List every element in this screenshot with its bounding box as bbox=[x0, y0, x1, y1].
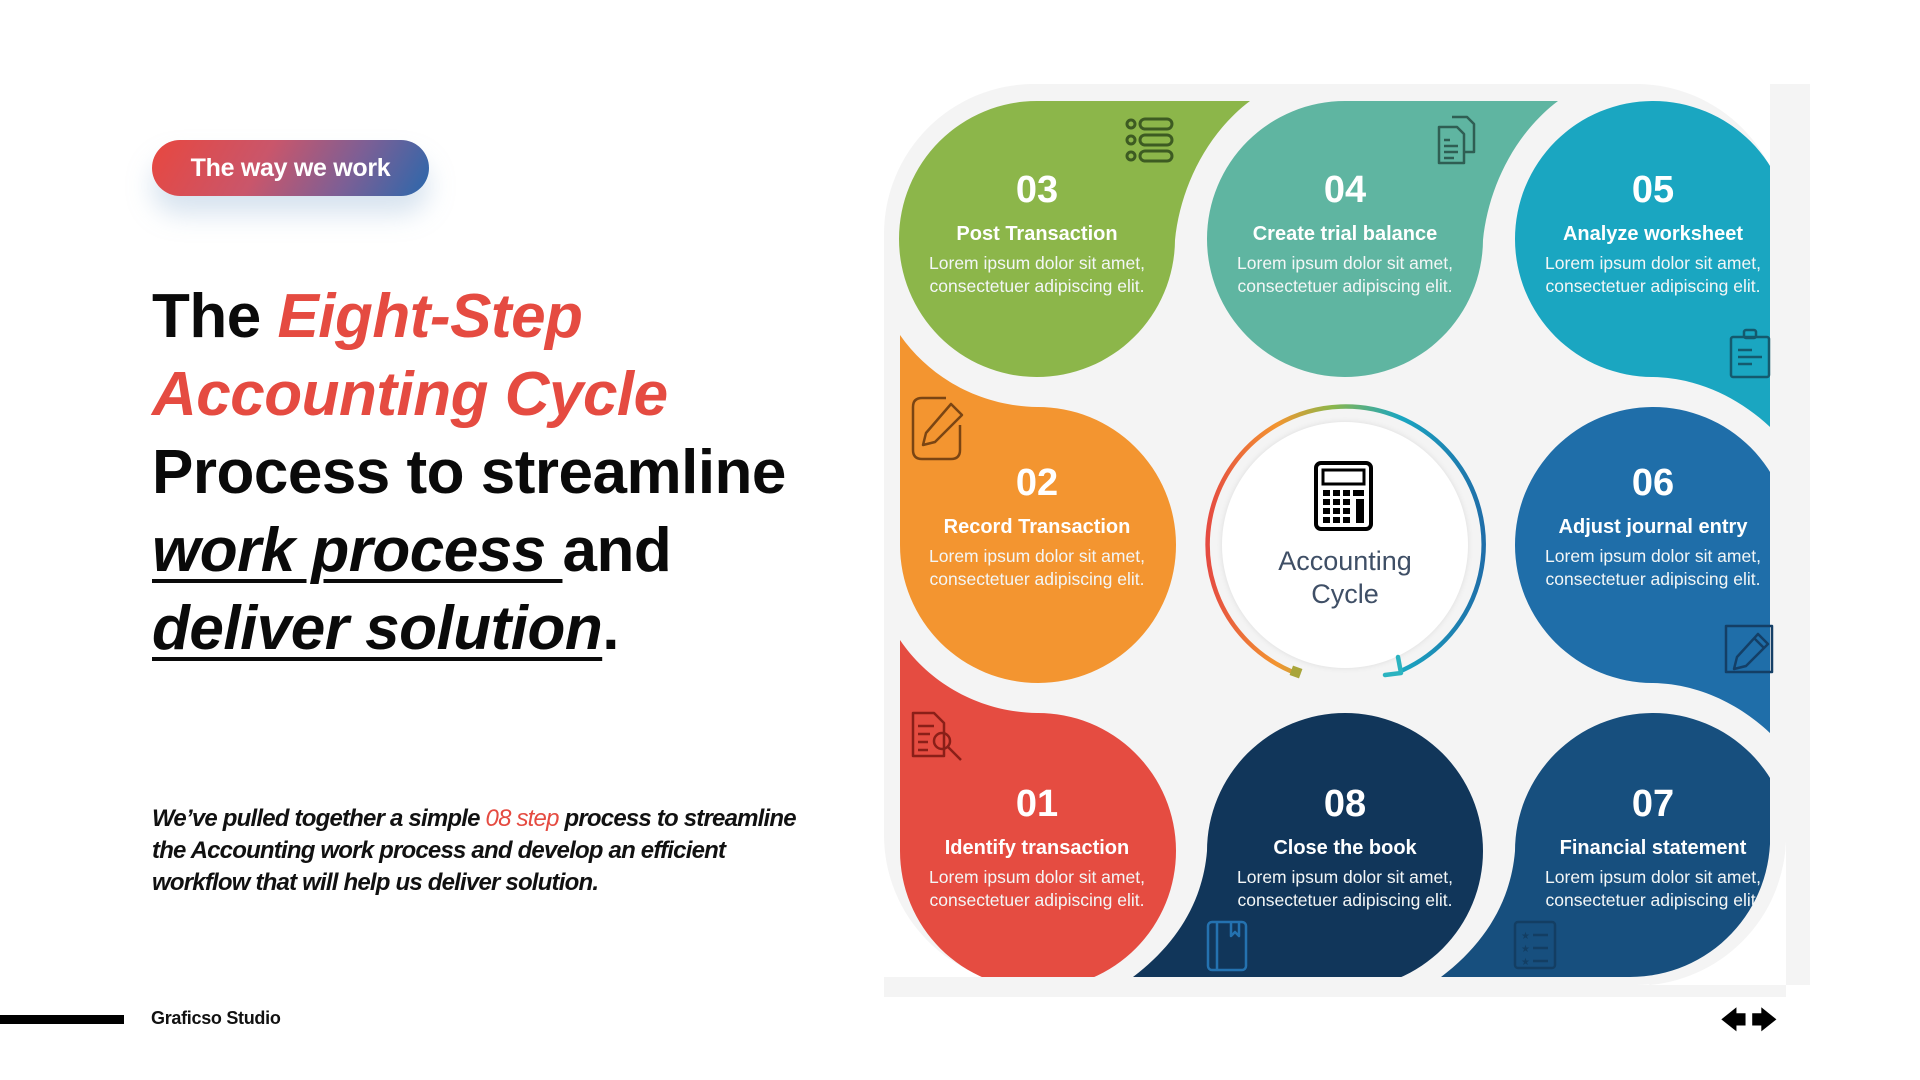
ring-arrowhead-icon bbox=[1382, 654, 1404, 678]
step-03-shape bbox=[899, 101, 1250, 377]
title-accent: Eight-Step bbox=[277, 282, 583, 351]
step-title: Adjust journal entry bbox=[1558, 516, 1748, 538]
step-02-shape bbox=[900, 335, 1177, 683]
center-circle bbox=[1222, 422, 1468, 668]
title-text: Process to streamline bbox=[152, 438, 786, 507]
star-list-icon: ★ ★ ★ bbox=[1513, 920, 1557, 970]
step-title: Record Transaction bbox=[943, 516, 1131, 538]
footer-divider bbox=[0, 1015, 124, 1024]
clipboard-icon bbox=[1729, 328, 1771, 379]
svg-text:★: ★ bbox=[1521, 957, 1530, 968]
document-search-icon bbox=[911, 711, 962, 761]
next-arrow-icon[interactable]: 🡆 bbox=[1750, 1005, 1778, 1035]
step-06-shape bbox=[1515, 407, 1791, 756]
step-number: 06 bbox=[1631, 462, 1675, 504]
section-badge: The way we work bbox=[152, 140, 429, 196]
paragraph-text: process to streamline the Accounting wor… bbox=[152, 805, 797, 896]
title-text: . bbox=[602, 594, 619, 663]
step-number: 02 bbox=[1015, 462, 1059, 504]
step-07-shape bbox=[1441, 713, 1791, 989]
prev-arrow-icon[interactable]: 🡄 bbox=[1720, 1005, 1747, 1035]
paragraph-text: We’ve pulled together a simple bbox=[152, 805, 486, 832]
step-number: 01 bbox=[1015, 783, 1059, 825]
step-description: Lorem ipsum dolor sit amet, consectetuer… bbox=[1237, 867, 1453, 910]
step-title: Identify transaction bbox=[944, 837, 1130, 859]
step-07: 07 Financial statement Lorem ipsum dolor… bbox=[1523, 782, 1783, 912]
pencil-box-icon bbox=[1724, 624, 1774, 674]
step-number: 04 bbox=[1323, 169, 1367, 211]
svg-text:★: ★ bbox=[1521, 931, 1530, 942]
step-description: Lorem ipsum dolor sit amet, consectetuer… bbox=[929, 253, 1145, 296]
step-title: Financial statement bbox=[1559, 837, 1747, 859]
title-text: and bbox=[562, 516, 672, 585]
step-title: Close the book bbox=[1273, 837, 1417, 859]
ring-start-cap bbox=[1289, 665, 1303, 679]
center-label-line: Cycle bbox=[1311, 579, 1379, 609]
paragraph-accent: 08 step bbox=[485, 805, 560, 832]
step-number: 07 bbox=[1631, 783, 1675, 825]
title-underlined: deliver solution bbox=[152, 594, 603, 663]
step-03: 03 Post Transaction Lorem ipsum dolor si… bbox=[907, 168, 1167, 298]
step-05-shape bbox=[1515, 101, 1791, 450]
step-04-shape bbox=[1207, 101, 1558, 377]
step-number: 05 bbox=[1631, 169, 1675, 211]
step-05: 05 Analyze worksheet Lorem ipsum dolor s… bbox=[1523, 168, 1783, 298]
step-01-shape bbox=[900, 640, 1177, 989]
cycle-ring-arrow bbox=[1205, 404, 1486, 677]
step-description: Lorem ipsum dolor sit amet, consectetuer… bbox=[1545, 253, 1761, 296]
step-08: 08 Close the book Lorem ipsum dolor sit … bbox=[1215, 782, 1475, 912]
step-description: Lorem ipsum dolor sit amet, consectetuer… bbox=[1545, 867, 1761, 910]
step-description: Lorem ipsum dolor sit amet, consectetuer… bbox=[1237, 253, 1453, 296]
calculator-icon bbox=[1314, 461, 1373, 531]
page-title: The Eight-Step Accounting Cycle Process … bbox=[152, 278, 852, 668]
step-title: Post Transaction bbox=[956, 223, 1118, 245]
description-paragraph: We’ve pulled together a simple 08 step p… bbox=[152, 803, 802, 899]
center-label-line: Accounting bbox=[1278, 546, 1412, 576]
step-06: 06 Adjust journal entry Lorem ipsum dolo… bbox=[1523, 461, 1783, 591]
step-02: 02 Record Transaction Lorem ipsum dolor … bbox=[907, 461, 1167, 591]
slide-navigation: 🡄 🡆 bbox=[1720, 1005, 1778, 1035]
step-description: Lorem ipsum dolor sit amet, consectetuer… bbox=[1545, 546, 1761, 589]
step-title: Create trial balance bbox=[1252, 223, 1438, 245]
list-icon bbox=[1125, 117, 1174, 163]
step-01: 01 Identify transaction Lorem ipsum dolo… bbox=[907, 782, 1167, 912]
svg-text:★: ★ bbox=[1521, 944, 1530, 955]
title-text: The bbox=[152, 282, 278, 351]
title-accent: Accounting Cycle bbox=[152, 360, 668, 429]
badge-label: The way we work bbox=[190, 153, 391, 182]
step-08-shape bbox=[1133, 713, 1483, 989]
title-underlined: work process bbox=[152, 516, 563, 585]
documents-icon bbox=[1437, 115, 1476, 165]
step-title: Analyze worksheet bbox=[1562, 223, 1744, 245]
brand-name: Graficso Studio bbox=[151, 1008, 281, 1028]
edit-square-icon bbox=[911, 396, 964, 461]
book-icon bbox=[1206, 920, 1248, 972]
step-description: Lorem ipsum dolor sit amet, consectetuer… bbox=[929, 867, 1145, 910]
center-label: Accounting Cycle bbox=[1245, 545, 1445, 611]
step-04: 04 Create trial balance Lorem ipsum dolo… bbox=[1215, 168, 1475, 298]
step-description: Lorem ipsum dolor sit amet, consectetuer… bbox=[929, 546, 1145, 589]
step-number: 08 bbox=[1323, 783, 1367, 825]
step-number: 03 bbox=[1015, 169, 1059, 211]
